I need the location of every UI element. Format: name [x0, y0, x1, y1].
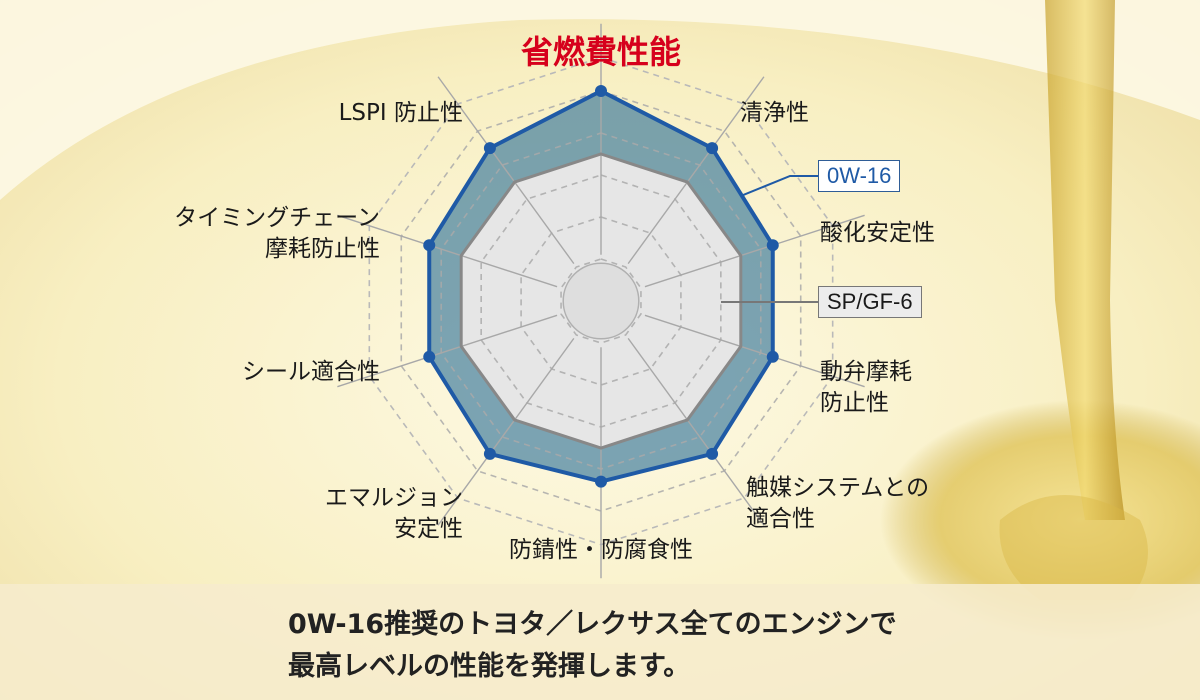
axis-label-5-line-0: 防錆性・防腐食性 [509, 537, 693, 563]
axis-spoke-4 [627, 337, 765, 526]
series-spgf6-line [459, 152, 743, 450]
legend-sp-gf6: SP/GF-6 [818, 286, 922, 318]
axis-label-3: 動弁摩耗防止性 [820, 357, 912, 419]
series-0w16-point-6 [483, 447, 496, 460]
series-0w16-point-3 [766, 350, 779, 363]
grid-ring-2 [520, 216, 682, 386]
series-0w16-point-1 [706, 142, 719, 155]
axis-label-6-line-1: 安定性 [394, 516, 463, 542]
series-0w16-point-8 [423, 239, 436, 252]
axis-label-2-line-0: 酸化安定性 [820, 220, 935, 246]
caption-panel: 0W-16推奨のトヨタ／レクサス全てのエンジンで 最高レベルの性能を発揮します。 [0, 584, 1200, 700]
axis-label-4-line-1: 適合性 [746, 506, 815, 532]
axis-spoke-3 [644, 314, 865, 388]
series-0w16-point-5 [595, 475, 607, 488]
axis-label-6-line-0: エマルジョン [325, 485, 463, 511]
axis-label-1: 清浄性 [740, 98, 809, 129]
axis-label-7-line-0: シール適合性 [242, 359, 380, 385]
axis-label-3-line-0: 動弁摩耗 [820, 359, 912, 385]
axis-spoke-9 [437, 76, 575, 265]
caption-line-1: 0W-16推奨のトヨタ／レクサス全てのエンジンで [288, 609, 897, 640]
axis-spoke-2 [644, 214, 865, 288]
axis-label-0-line-0: 省燃費性能 [520, 33, 682, 71]
legend-0w16: 0W-16 [818, 160, 901, 192]
axis-label-4-line-0: 触媒システムとの [746, 475, 930, 501]
legend-0w16-leader [742, 175, 818, 197]
axis-label-0: 省燃費性能 [521, 32, 681, 72]
axis-spoke-6 [437, 337, 575, 526]
series-0w16-point-2 [766, 239, 779, 252]
axis-label-2: 酸化安定性 [820, 218, 935, 249]
axis-label-6: エマルジョン安定性 [325, 483, 463, 545]
caption-line-2: 最高レベルの性能を発揮します。 [288, 651, 691, 682]
axis-label-9-line-0: LSPI 防止性 [338, 100, 463, 126]
series-0w16-point-9 [483, 142, 496, 155]
series-0w16-point-7 [423, 350, 436, 363]
series-0w16-point-4 [706, 447, 719, 460]
grid-ring-5 [400, 90, 802, 512]
axis-spoke-7 [337, 314, 558, 388]
series-0w16-point-0 [595, 85, 607, 97]
axis-label-9: LSPI 防止性 [339, 98, 463, 129]
axis-spoke-8 [337, 214, 558, 288]
axis-label-1-line-0: 清浄性 [740, 100, 809, 126]
axis-label-8: タイミングチェーン摩耗防止性 [174, 203, 380, 265]
axis-label-8-line-0: タイミングチェーン [174, 205, 380, 231]
axis-spoke-1 [627, 76, 765, 265]
axis-label-7: シール適合性 [242, 357, 380, 388]
axis-label-5: 防錆性・防腐食性 [509, 535, 693, 566]
axis-label-8-line-1: 摩耗防止性 [265, 236, 380, 262]
radar-center [562, 262, 640, 340]
axis-label-3-line-1: 防止性 [820, 390, 889, 416]
axis-label-4: 触媒システムとの適合性 [746, 473, 929, 535]
